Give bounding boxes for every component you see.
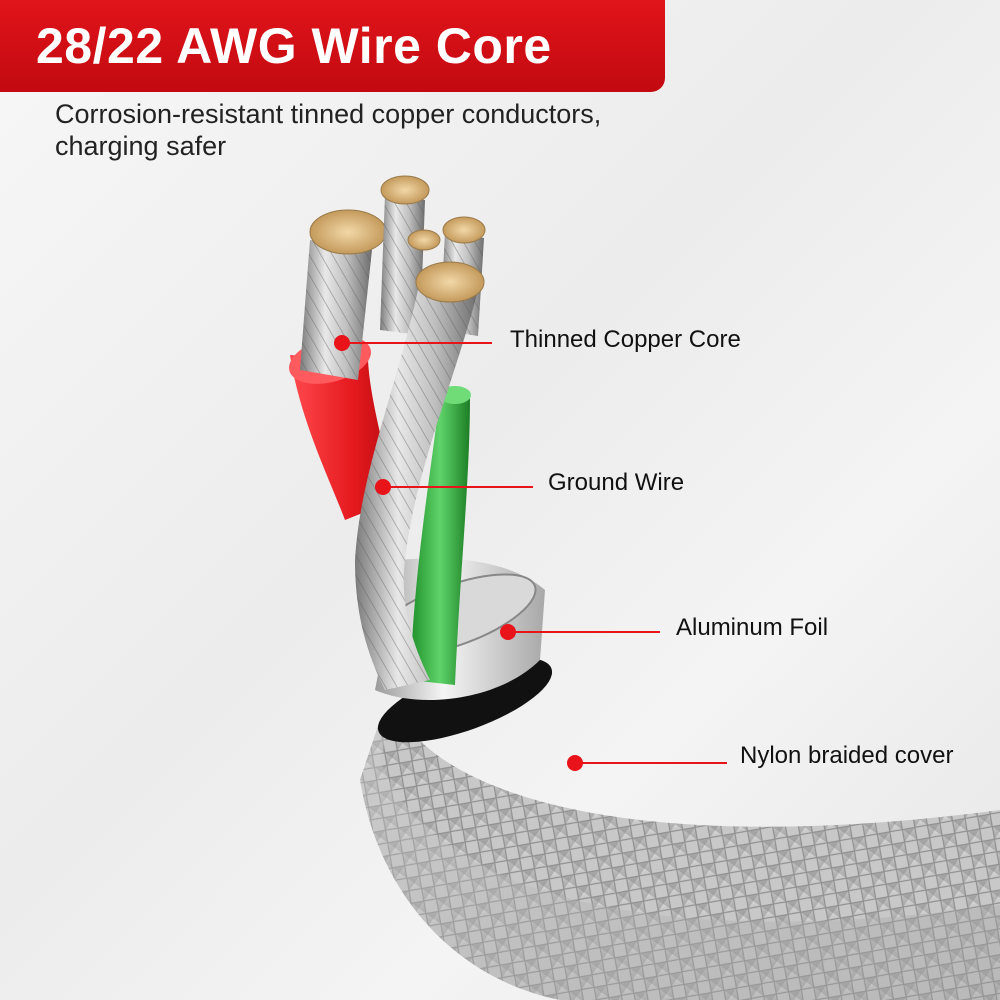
front-copper-core bbox=[355, 261, 485, 690]
subtitle-line-2: charging safer bbox=[55, 131, 227, 161]
subtitle: Corrosion-resistant tinned copper conduc… bbox=[55, 98, 755, 162]
page-title: 28/22 AWG Wire Core bbox=[36, 18, 552, 74]
callout-label-ground-wire: Ground Wire bbox=[548, 469, 685, 496]
callout-label-aluminum-foil: Aluminum Foil bbox=[676, 614, 829, 641]
subtitle-line-1: Corrosion-resistant tinned copper conduc… bbox=[55, 99, 602, 129]
callout-lines bbox=[334, 335, 727, 771]
title-banner: 28/22 AWG Wire Core bbox=[0, 0, 665, 92]
nylon-braid-cover bbox=[360, 705, 1000, 1000]
callout-label-copper-core: Thinned Copper Core bbox=[510, 326, 741, 353]
callout-label-nylon-braid: Nylon braided cover bbox=[740, 742, 954, 769]
